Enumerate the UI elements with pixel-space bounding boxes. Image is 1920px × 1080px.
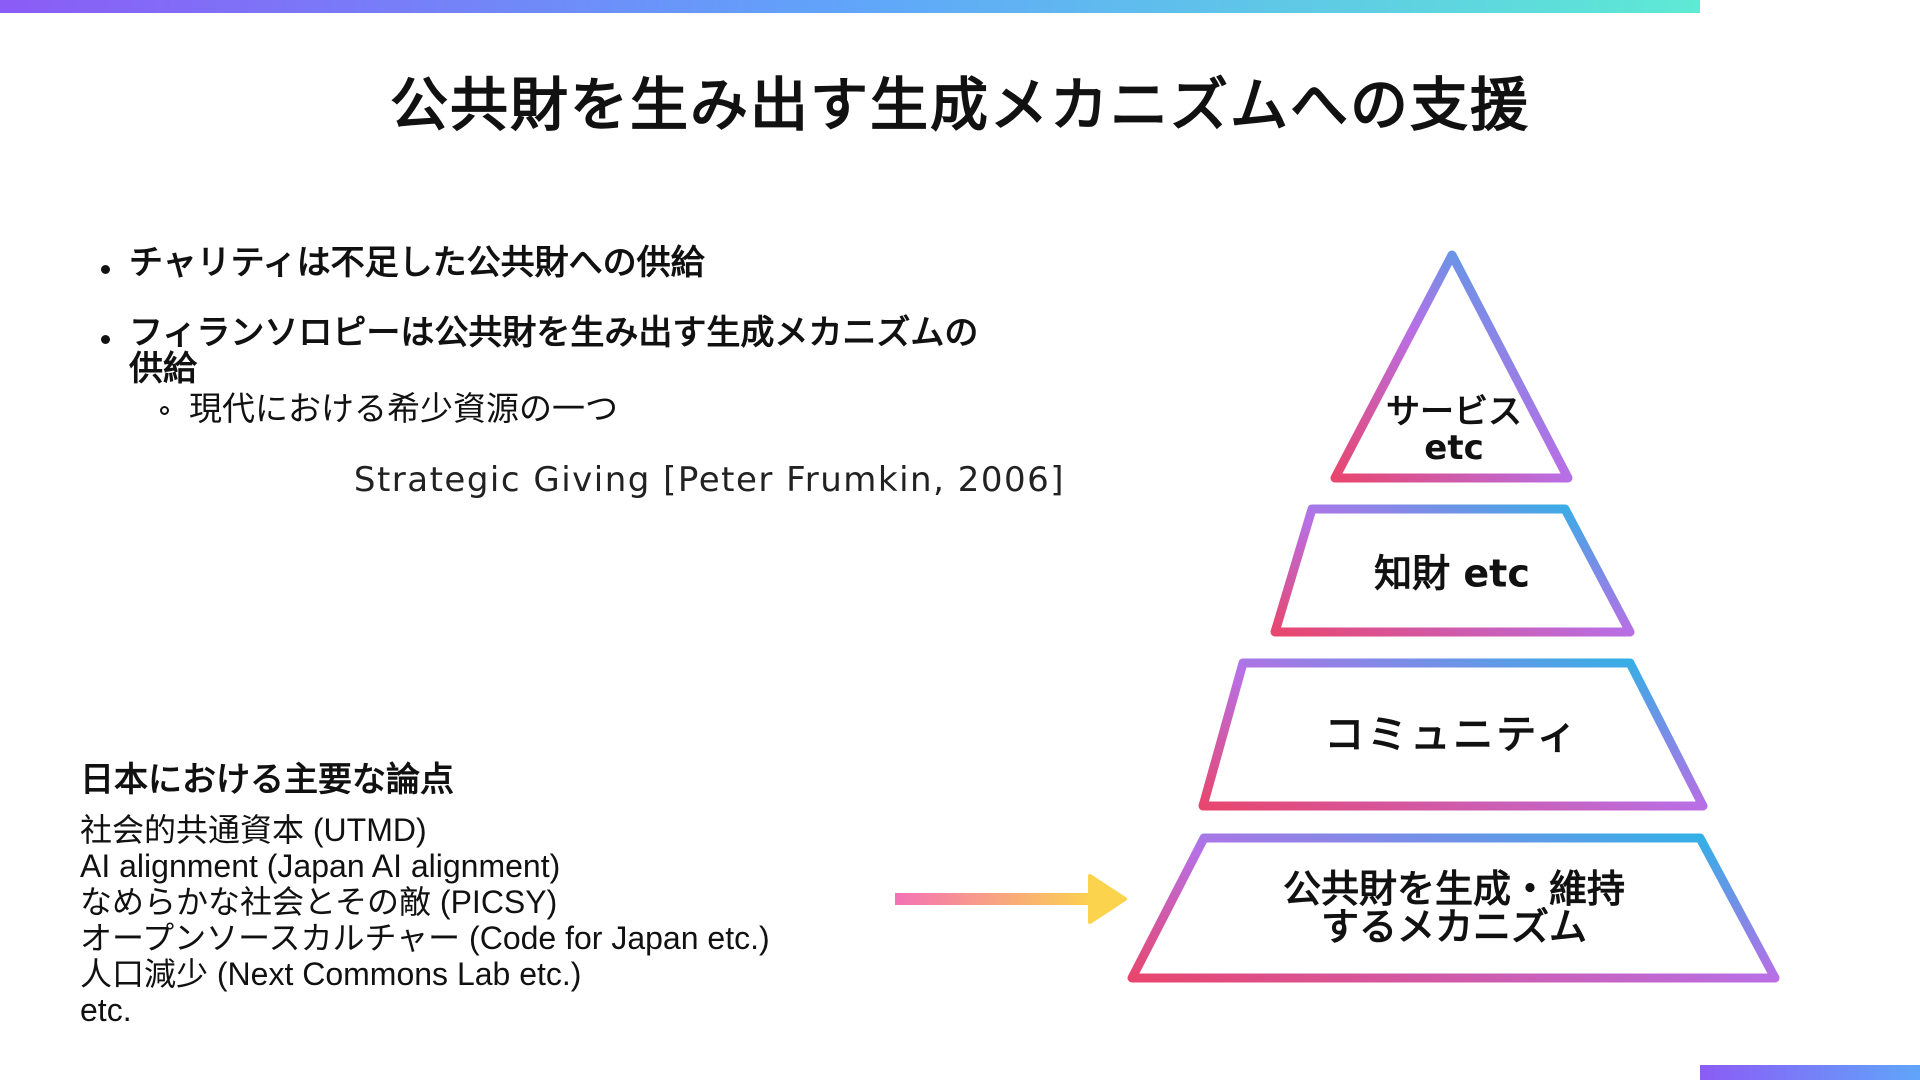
tier-label-mechanism: 公共財を生成・維持 するメカニズム [1283, 870, 1625, 946]
bullet-dot-icon [101, 265, 110, 274]
bullet-list: チャリティは不足した公共財への供給 フィランソロピーは公共財を生み出す生成メカニ… [95, 245, 1065, 429]
issue-item: なめらかな社会とその敵 (PICSY) [80, 884, 558, 920]
hollow-bullet-icon [160, 406, 169, 415]
sub-bullet-text: 現代における希少資源の一つ [189, 389, 618, 428]
issue-item: 人口減少 (Next Commons Lab etc.) [80, 956, 582, 992]
issue-item: オープンソースカルチャー (Code for Japan etc.) [80, 920, 770, 956]
tier-label-line: etc [1424, 428, 1484, 468]
bullet-dot-icon [101, 335, 110, 344]
tier-label-line: 知財 etc [1374, 551, 1530, 596]
issues-list: 社会的共通資本 (UTMD) AI alignment (Japan AI al… [80, 812, 770, 1028]
tier-label-services: サービス etc [1386, 394, 1522, 466]
right-arrow-icon [895, 874, 1127, 924]
pyramid-tier-3 [1198, 658, 1708, 811]
issue-item: 社会的共通資本 (UTMD) [80, 812, 427, 848]
citation: Strategic Giving [Peter Frumkin, 2006] [353, 460, 1065, 500]
tier-label-line: するメカニズム [1320, 905, 1588, 949]
tier-label-line: 公共財を生成・維持 [1282, 867, 1626, 911]
tier-label-ip: 知財 etc [1374, 543, 1530, 598]
pyramid-tier-base [1127, 833, 1780, 983]
tier-label-line: サービス [1386, 392, 1522, 432]
sub-bullet-item: 現代における希少資源の一つ [95, 389, 1065, 429]
pyramid-tier-2 [1270, 504, 1635, 637]
slide-title: 公共財を生み出す生成メカニズムへの支援 [389, 71, 1530, 139]
issues-heading: 日本における主要な論点 [80, 760, 454, 800]
tier-label-line: コミュニティ [1324, 712, 1580, 758]
bullet-item-charity: チャリティは不足した公共財への供給 [95, 245, 1065, 281]
top-accent-bar [0, 0, 1700, 13]
bullet-item-philanthropy: フィランソロピーは公共財を生み出す生成メカニズムの 供給 [95, 315, 1065, 387]
bottom-accent-bar [1700, 1065, 1920, 1080]
issue-item: AI alignment (Japan AI alignment) [80, 848, 561, 884]
bullet-text: チャリティは不足した公共財への供給 [129, 243, 705, 283]
pyramid-tier-top [1330, 250, 1573, 483]
issue-item: etc. [80, 992, 132, 1028]
bullet-text-line2: 供給 [129, 349, 197, 389]
tier-label-community: コミュニティ [1324, 702, 1580, 760]
bullet-text-line1: フィランソロピーは公共財を生み出す生成メカニズムの [129, 313, 979, 353]
